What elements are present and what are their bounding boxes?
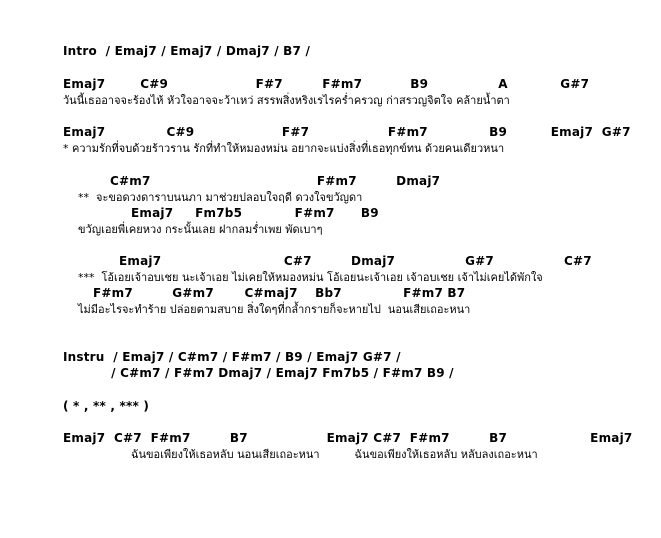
outro-chord-line: Emaj7 C#7 F#m7 B7 Emaj7 C#7 F#m7 B7 Emaj…: [63, 431, 633, 445]
section3-lyric-line: *** โอ้เอยเจ้าอบเชย นะเจ้าเอย ไม่เคยให้ห…: [78, 271, 543, 284]
section2-chord-line: Emaj7 Fm7b5 F#m7 B9: [131, 206, 379, 220]
verse-chord-line: Emaj7 C#9 F#7 F#m7 B9 A G#7: [63, 77, 590, 91]
section3-chord-line: F#m7 G#m7 C#maj7 Bb7 F#m7 B7: [93, 286, 466, 300]
outro-lyric-line: ฉันขอเพียงให้เธอหลับ นอนเสียเถอะหนา ฉันข…: [131, 448, 538, 461]
section2-lyric-line: ขวัญเอยพี่เคยหวง กระนั้นเลย ฝากลมร่ำเพย …: [78, 223, 323, 236]
intro-chords: Intro / Emaj7 / Emaj7 / Dmaj7 / B7 /: [63, 44, 311, 58]
verse-chord-line: Emaj7 C#9 F#7 F#m7 B9 Emaj7 G#7: [63, 125, 631, 139]
instru-chords: Instru / Emaj7 / C#m7 / F#m7 / B9 / Emaj…: [63, 350, 401, 364]
section3-chord-line: Emaj7 C#7 Dmaj7 G#7 C#7: [119, 254, 592, 268]
section3-lyric-line: ไม่มีอะไรจะทำร้าย ปล่อยตามสบาย สิ่งใดๆที…: [78, 303, 471, 316]
instru-chords: / C#m7 / F#m7 Dmaj7 / Emaj7 Fm7b5 / F#m7…: [63, 366, 454, 380]
repeat-marker: ( * , ** , *** ): [63, 399, 150, 413]
section2-lyric-line: ** จะขอดวงดาราบนนภา มาช่วยปลอบใจฤดี ดวงใ…: [78, 191, 363, 204]
section2-chord-line: C#m7 F#m7 Dmaj7: [110, 174, 441, 188]
verse-lyric-line: * ความรักที่จบด้วยร้าวราน รักที่ทำให้หมอ…: [63, 142, 505, 155]
verse-lyric-line: วันนี้เธออาจจะร้องไห้ หัวใจอาจจะว้าเหว่ …: [63, 94, 510, 107]
